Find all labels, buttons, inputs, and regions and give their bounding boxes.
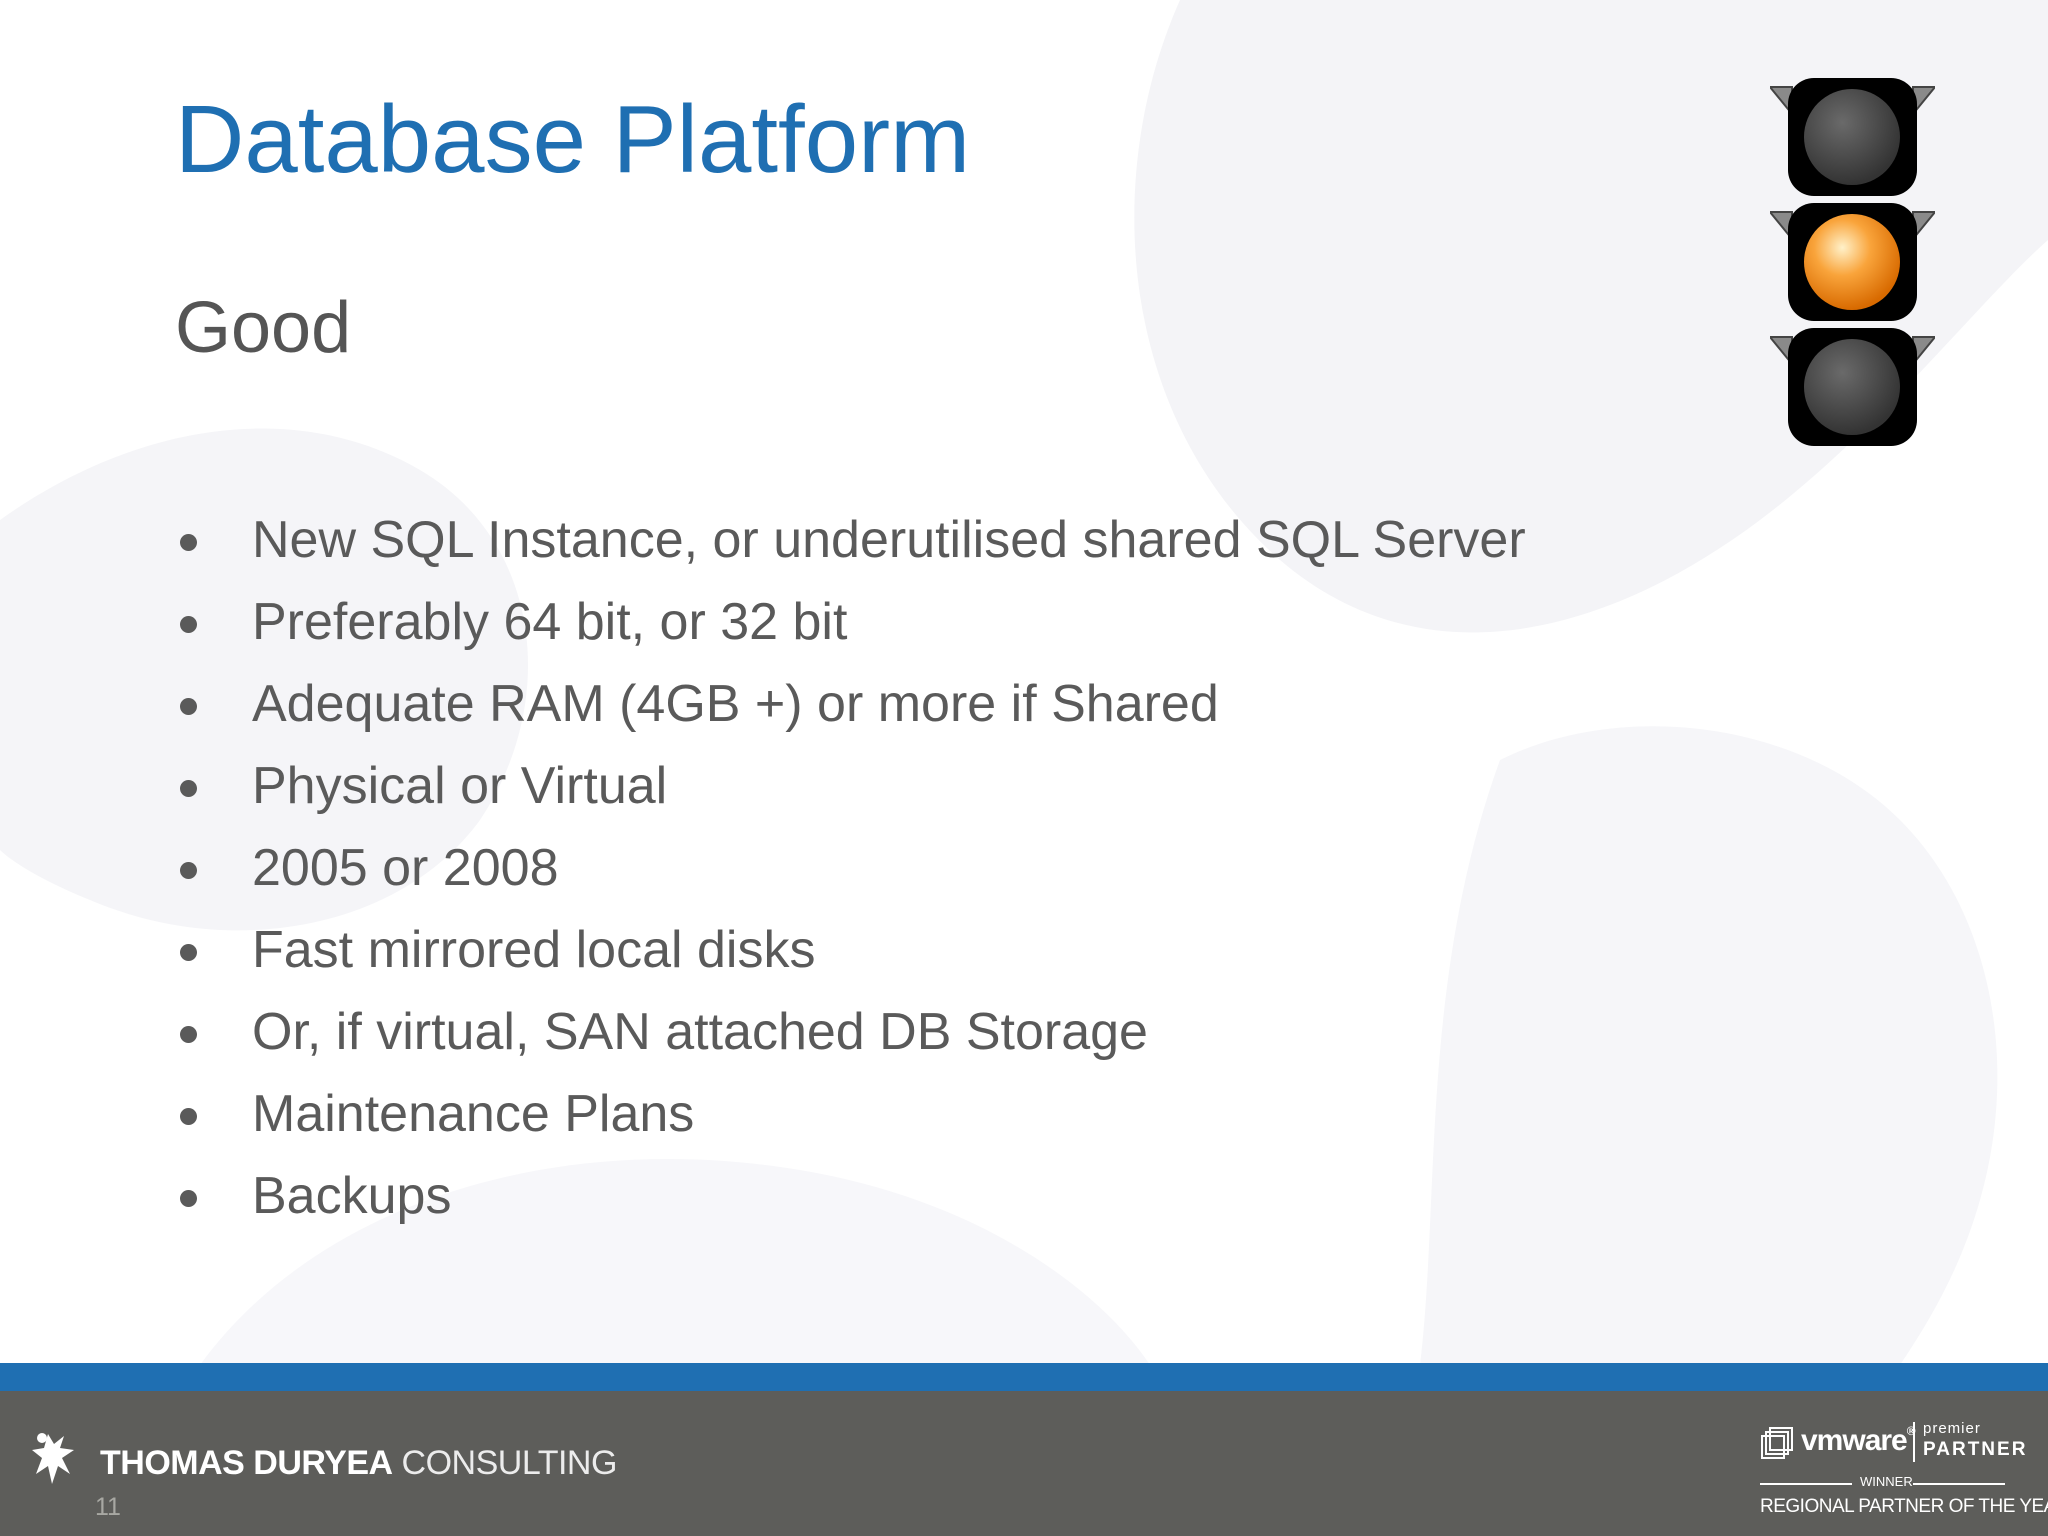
- vmware-partner-badge: vmware® premier PARTNER WINNER REGIONAL …: [1755, 1418, 2048, 1530]
- traffic-light-top: [1770, 78, 1935, 196]
- bullet-text: New SQL Instance, or underutilised share…: [252, 511, 1526, 569]
- bullet-item: Maintenance Plans: [175, 1079, 1526, 1161]
- company-name: THOMAS DURYEA CONSULTING: [100, 1444, 617, 1483]
- company-name-bold: THOMAS DURYEA: [100, 1444, 393, 1482]
- bullet-dot-icon: [180, 1190, 197, 1207]
- vmware-wordmark: vmware®: [1801, 1424, 1916, 1457]
- footer-accent-band: [0, 1363, 2048, 1391]
- footer: [0, 1391, 2048, 1536]
- bullet-list: New SQL Instance, or underutilised share…: [175, 505, 1526, 1243]
- bullet-item: Backups: [175, 1161, 1526, 1243]
- page-number: 11: [95, 1493, 121, 1521]
- company-name-light: CONSULTING: [401, 1444, 618, 1482]
- bullet-dot-icon: [180, 534, 197, 551]
- traffic-light-icon: [1770, 78, 1935, 446]
- premier-label: premier: [1923, 1420, 1981, 1437]
- bullet-text: Preferably 64 bit, or 32 bit: [252, 593, 848, 651]
- bullet-dot-icon: [180, 780, 197, 797]
- bullet-text: Backups: [252, 1167, 452, 1225]
- bullet-item: Adequate RAM (4GB +) or more if Shared: [175, 669, 1526, 751]
- bullet-dot-icon: [180, 1108, 197, 1125]
- winner-label: WINNER: [1860, 1474, 1913, 1489]
- bullet-dot-icon: [180, 1026, 197, 1043]
- bullet-dot-icon: [180, 616, 197, 633]
- bullet-dot-icon: [180, 698, 197, 715]
- bullet-text: Adequate RAM (4GB +) or more if Shared: [252, 675, 1219, 733]
- bullet-text: 2005 or 2008: [252, 839, 559, 897]
- winner-row: WINNER: [1760, 1473, 2005, 1493]
- award-label: REGIONAL PARTNER OF THE YEAR: [1760, 1496, 2048, 1517]
- bullet-text: Fast mirrored local disks: [252, 921, 816, 979]
- badge-divider: [1913, 1422, 1915, 1462]
- bullet-text: Or, if virtual, SAN attached DB Storage: [252, 1003, 1148, 1061]
- bullet-item: Physical or Virtual: [175, 751, 1526, 833]
- bullet-dot-icon: [180, 944, 197, 961]
- partner-label: PARTNER: [1923, 1439, 2028, 1460]
- bullet-item: Or, if virtual, SAN attached DB Storage: [175, 997, 1526, 1079]
- bullet-text: Maintenance Plans: [252, 1085, 695, 1143]
- traffic-light-bottom: [1770, 328, 1935, 446]
- slide-subtitle: Good: [175, 288, 352, 368]
- bullet-item: New SQL Instance, or underutilised share…: [175, 505, 1526, 587]
- bullet-dot-icon: [180, 862, 197, 879]
- traffic-light-middle: [1770, 203, 1935, 321]
- bullet-item: 2005 or 2008: [175, 833, 1526, 915]
- vmware-logo-icon: [1761, 1427, 1793, 1459]
- slide-title: Database Platform: [175, 86, 971, 193]
- bullet-item: Fast mirrored local disks: [175, 915, 1526, 997]
- bullet-item: Preferably 64 bit, or 32 bit: [175, 587, 1526, 669]
- bullet-text: Physical or Virtual: [252, 757, 668, 815]
- company-logo-icon: [32, 1433, 74, 1484]
